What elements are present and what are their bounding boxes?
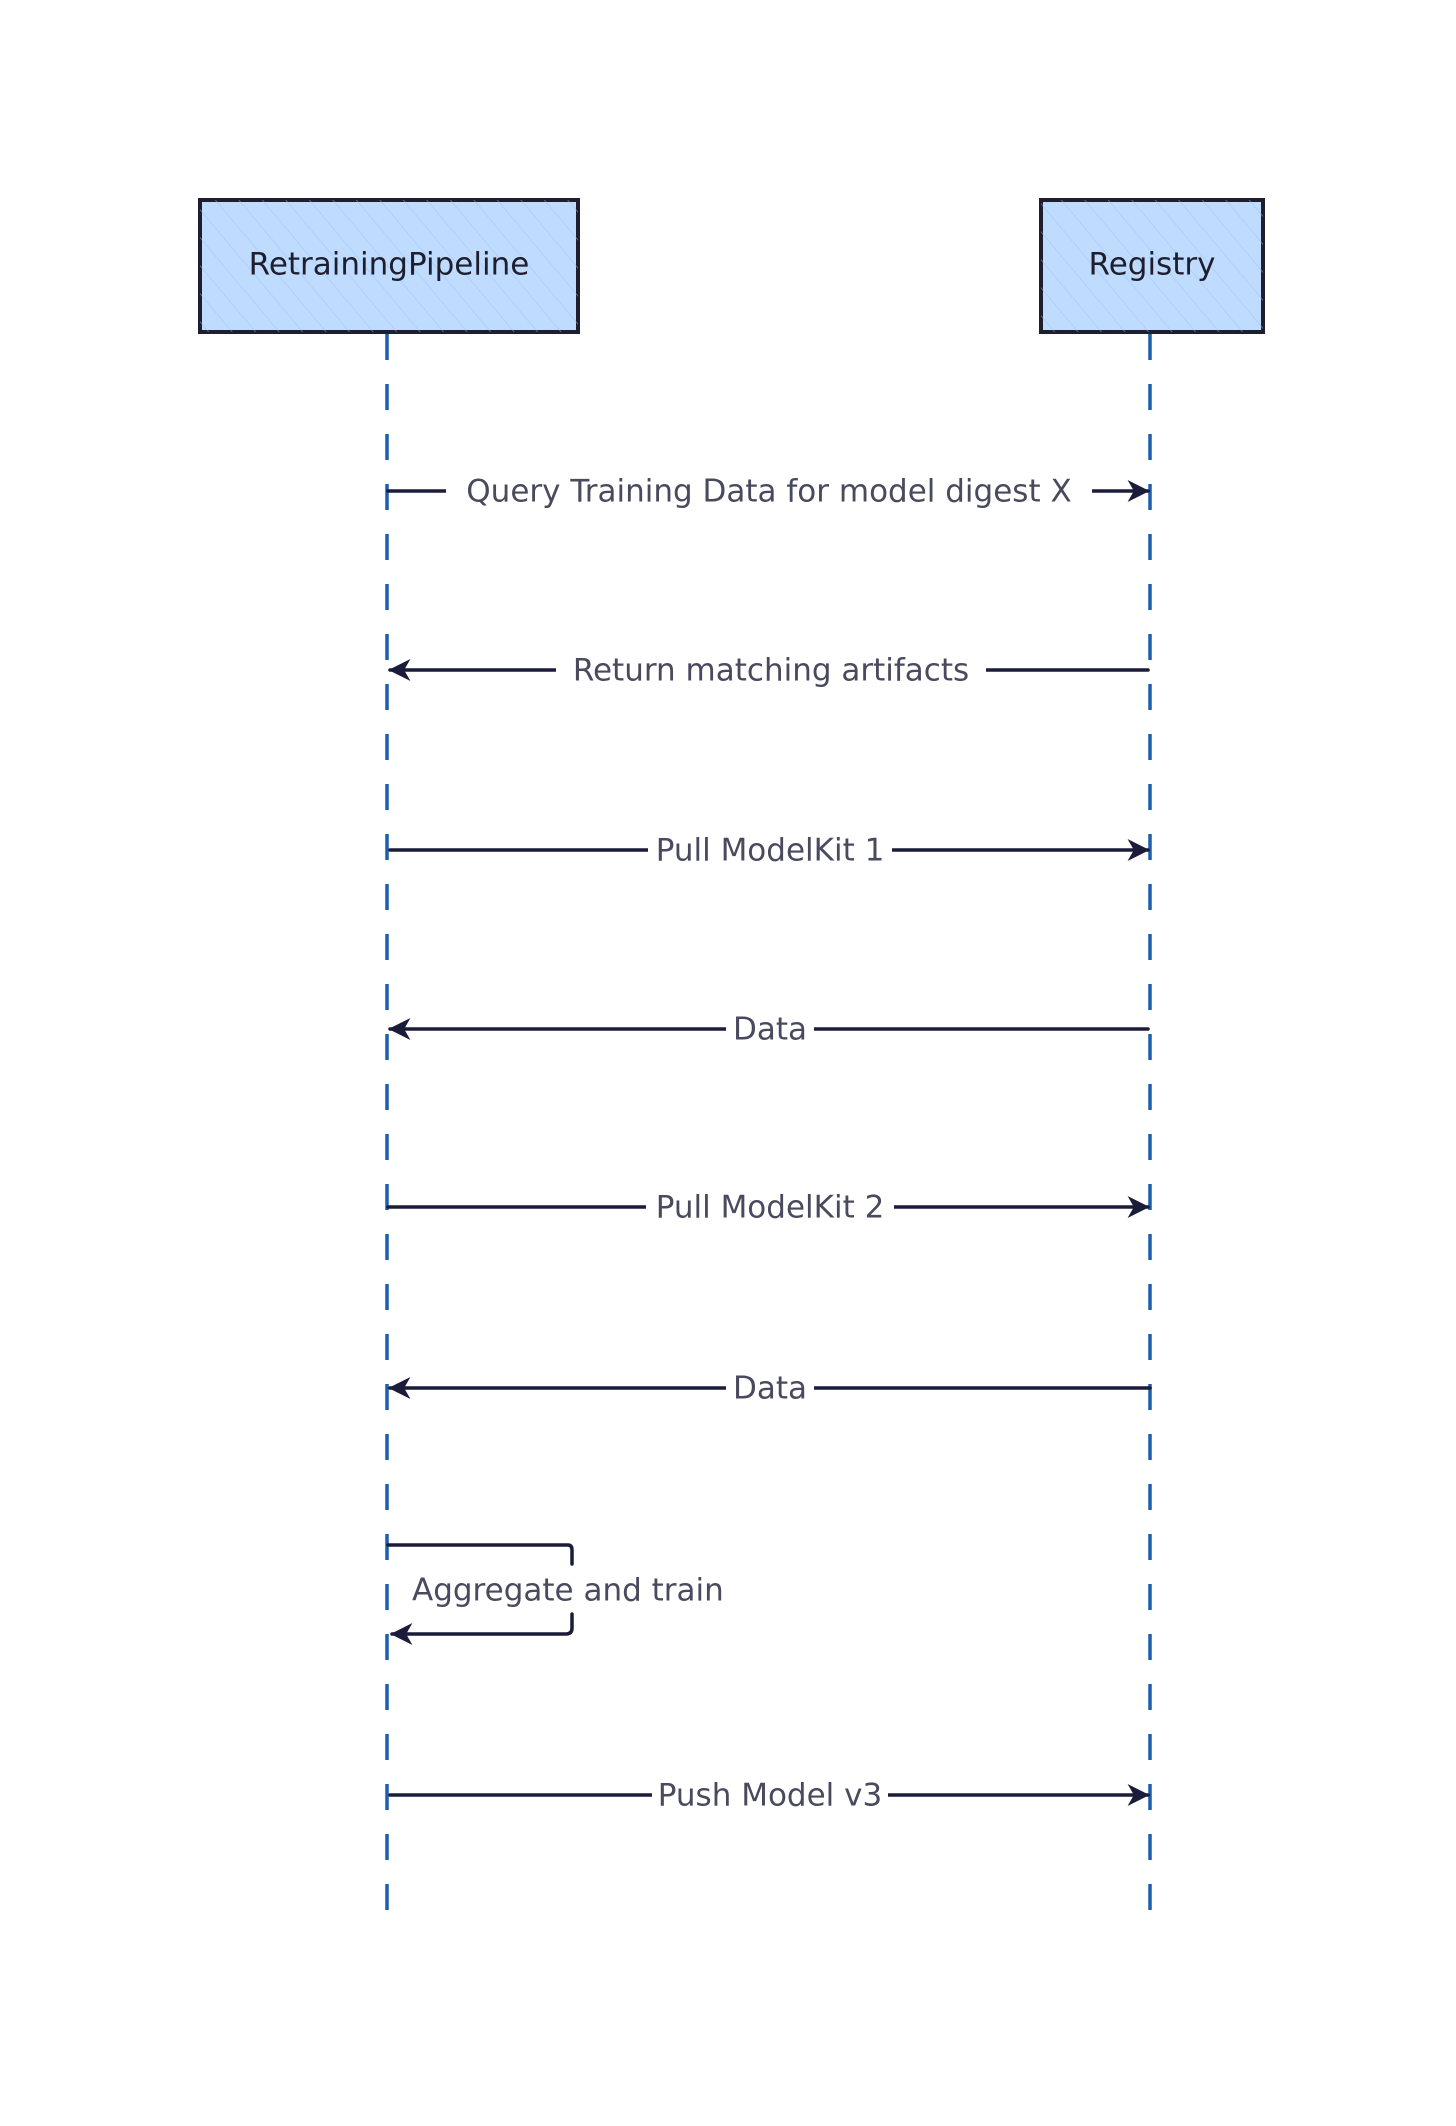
message-label: Push Model v3: [658, 1778, 882, 1814]
message-label: Query Training Data for model digest X: [466, 474, 1071, 510]
message-aggregate-and-train: Aggregate and train: [386, 1543, 724, 1645]
participant-label: RetrainingPipeline: [249, 247, 530, 283]
message-label: Return matching artifacts: [573, 653, 969, 689]
message-label: Data: [733, 1012, 807, 1048]
message-pull-modelkit-1: Pull ModelKit 1: [388, 827, 1150, 873]
message-pull-modelkit-2: Pull ModelKit 2: [386, 1184, 1150, 1230]
participant-label: Registry: [1089, 247, 1216, 283]
participant-registry: Registry: [1039, 198, 1265, 334]
message-data-1: Data: [388, 1006, 1150, 1052]
participant-retraining-pipeline: RetrainingPipeline: [198, 198, 580, 334]
message-return-matching-artifacts: Return matching artifacts: [388, 647, 1150, 693]
message-data-2: Data: [388, 1365, 1152, 1411]
message-label: Data: [733, 1371, 807, 1407]
message-label: Pull ModelKit 2: [656, 1190, 885, 1226]
message-label: Aggregate and train: [412, 1573, 724, 1609]
message-query-training-data: Query Training Data for model digest X: [386, 468, 1150, 514]
message-push-model-v3: Push Model v3: [388, 1772, 1150, 1818]
message-label: Pull ModelKit 1: [656, 833, 885, 869]
